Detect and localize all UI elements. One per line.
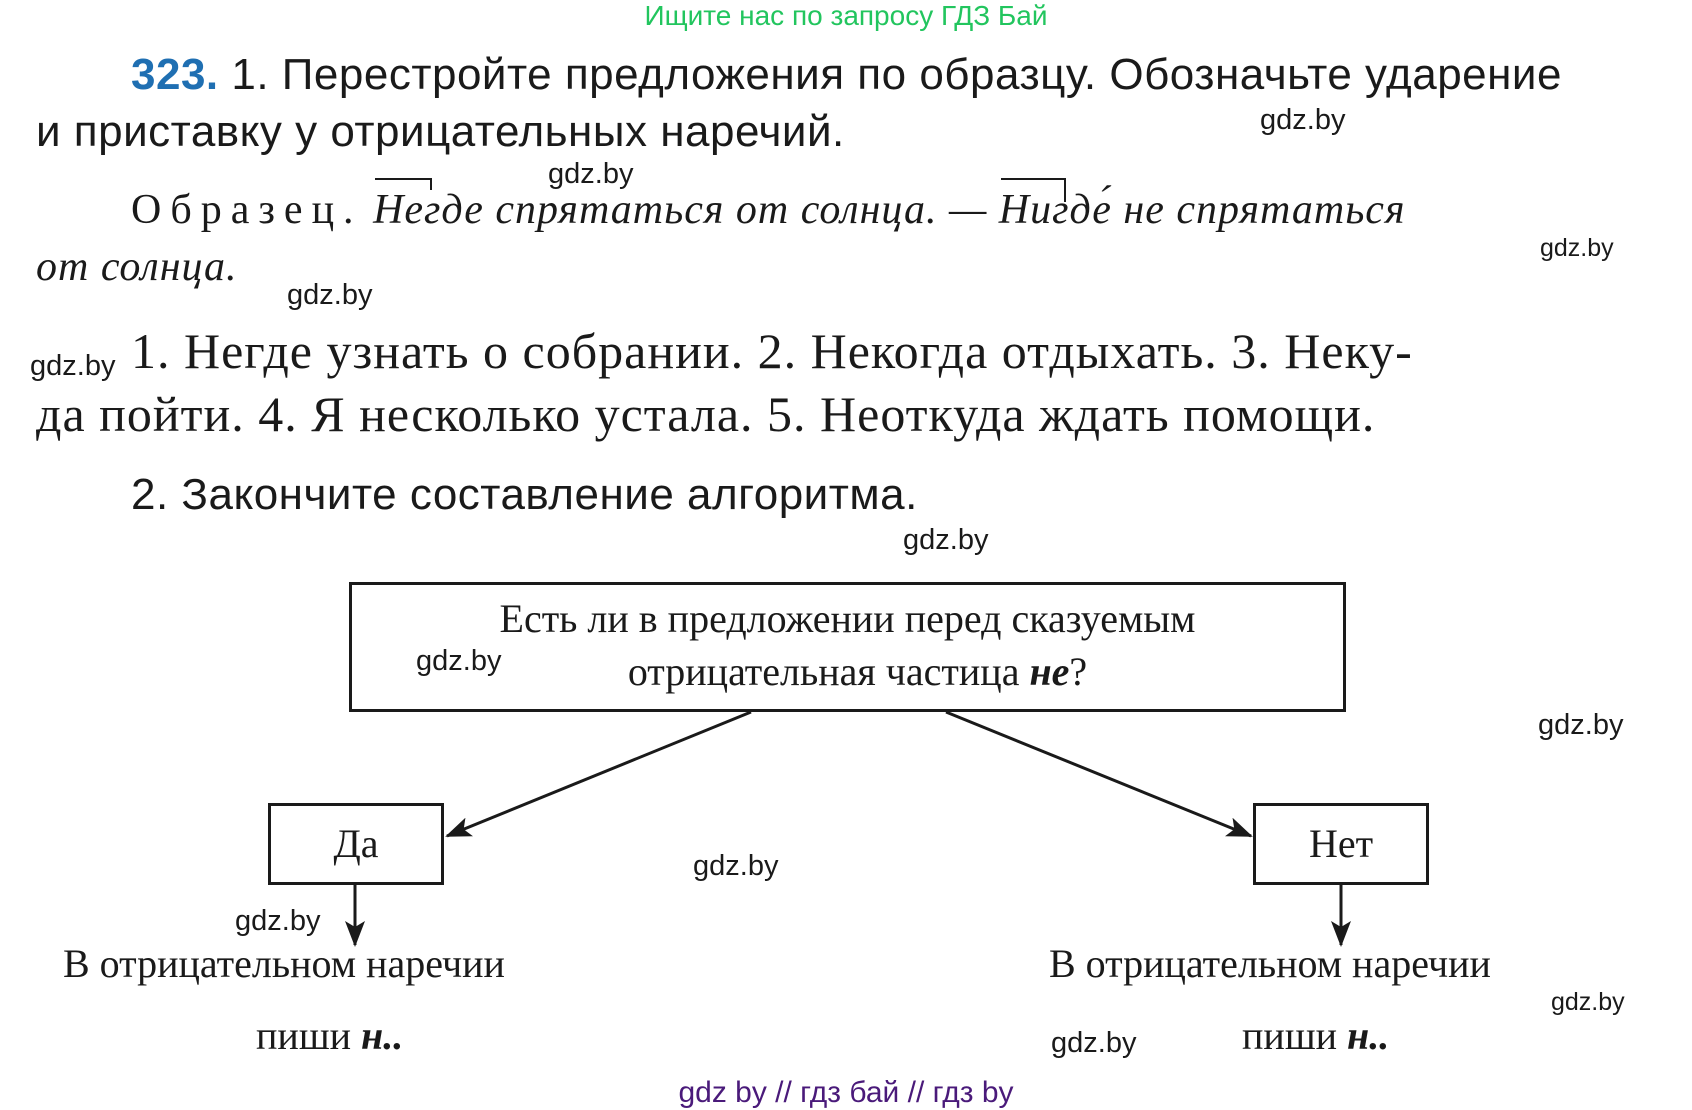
arrow-to-no [945, 710, 1253, 838]
watermark: gdz.by [1260, 104, 1346, 136]
sample-line2: от солнца. [36, 243, 238, 291]
sample-part1: где спрятаться от солнца. — [424, 187, 988, 233]
no-result-line2: пиши н.. [1242, 1012, 1389, 1059]
search-banner: Ищите нас по запросу ГДЗ Бай [644, 0, 1048, 31]
no-result-line1: В отрицательном наречии [1049, 941, 1491, 986]
yes-label: Да [333, 821, 379, 866]
exercise-number: 323. [131, 50, 219, 99]
sample-line2-text: от солнца. [36, 244, 238, 290]
question-line2-text: отрицательная частица [627, 649, 1020, 694]
question-line1: Есть ли в предложении перед сказуемым [499, 596, 1196, 641]
watermark: gdz.by [548, 158, 634, 190]
watermark: gdz.by [1051, 1027, 1137, 1059]
watermark: gdz.by [287, 279, 373, 311]
prefix-ne-mark: Не [373, 178, 433, 233]
watermark: gdz.by [30, 350, 116, 382]
question-line2: отрицательная частица не? [352, 648, 1343, 695]
watermark: gdz.by [1551, 988, 1625, 1016]
watermark: gdz.by [693, 850, 779, 882]
no-box: Нет [1253, 803, 1429, 885]
sentences-line1: 1. Негде узнать о собрании. 2. Некогда о… [131, 323, 1413, 379]
yes-result-write: пиши [256, 1013, 352, 1058]
yes-result-line2: пиши н.. [256, 1012, 403, 1059]
particle-ne: не [1029, 649, 1070, 694]
question-mark: ? [1069, 649, 1088, 694]
no-label: Нет [1308, 821, 1374, 866]
task1-text-line1: 1. Перестройте предложения по образцу. О… [231, 50, 1562, 99]
watermark: gdz.by [1538, 709, 1624, 741]
task2-heading: 2. Закончите составление алгоритма. [131, 470, 918, 519]
yes-result-line1: В отрицательном наречии [63, 941, 505, 986]
watermark: gdz.by [903, 524, 989, 556]
no-result-write: пиши [1242, 1013, 1338, 1058]
task1-line1: 323. 1. Перестройте предложения по образ… [131, 50, 1562, 100]
prefix-ni-mark: Ни [998, 178, 1067, 233]
arrow-to-yes [445, 710, 752, 838]
no-result-letter: н.. [1347, 1013, 1390, 1058]
question-box: Есть ли в предложении перед сказуемым от… [349, 582, 1346, 712]
watermark: gdz.by [1540, 234, 1614, 262]
watermark: gdz.by [235, 905, 321, 937]
sample-line1: Образец. Негде спрятаться от солнца. — Н… [131, 178, 1406, 234]
yes-box: Да [268, 803, 444, 885]
yes-result-letter: н.. [361, 1013, 404, 1058]
sample-label: Образец. [131, 187, 363, 233]
sentences-line2: да пойти. 4. Я несколько устала. 5. Неот… [36, 386, 1376, 442]
footer-watermark: gdz by // гдз бай // гдз by [678, 1076, 1014, 1109]
task1-line2: и приставку у отрицательных наречий. [36, 107, 845, 156]
watermark: gdz.by [416, 645, 502, 677]
sample-part2: где́ не спрятаться [1052, 187, 1406, 233]
